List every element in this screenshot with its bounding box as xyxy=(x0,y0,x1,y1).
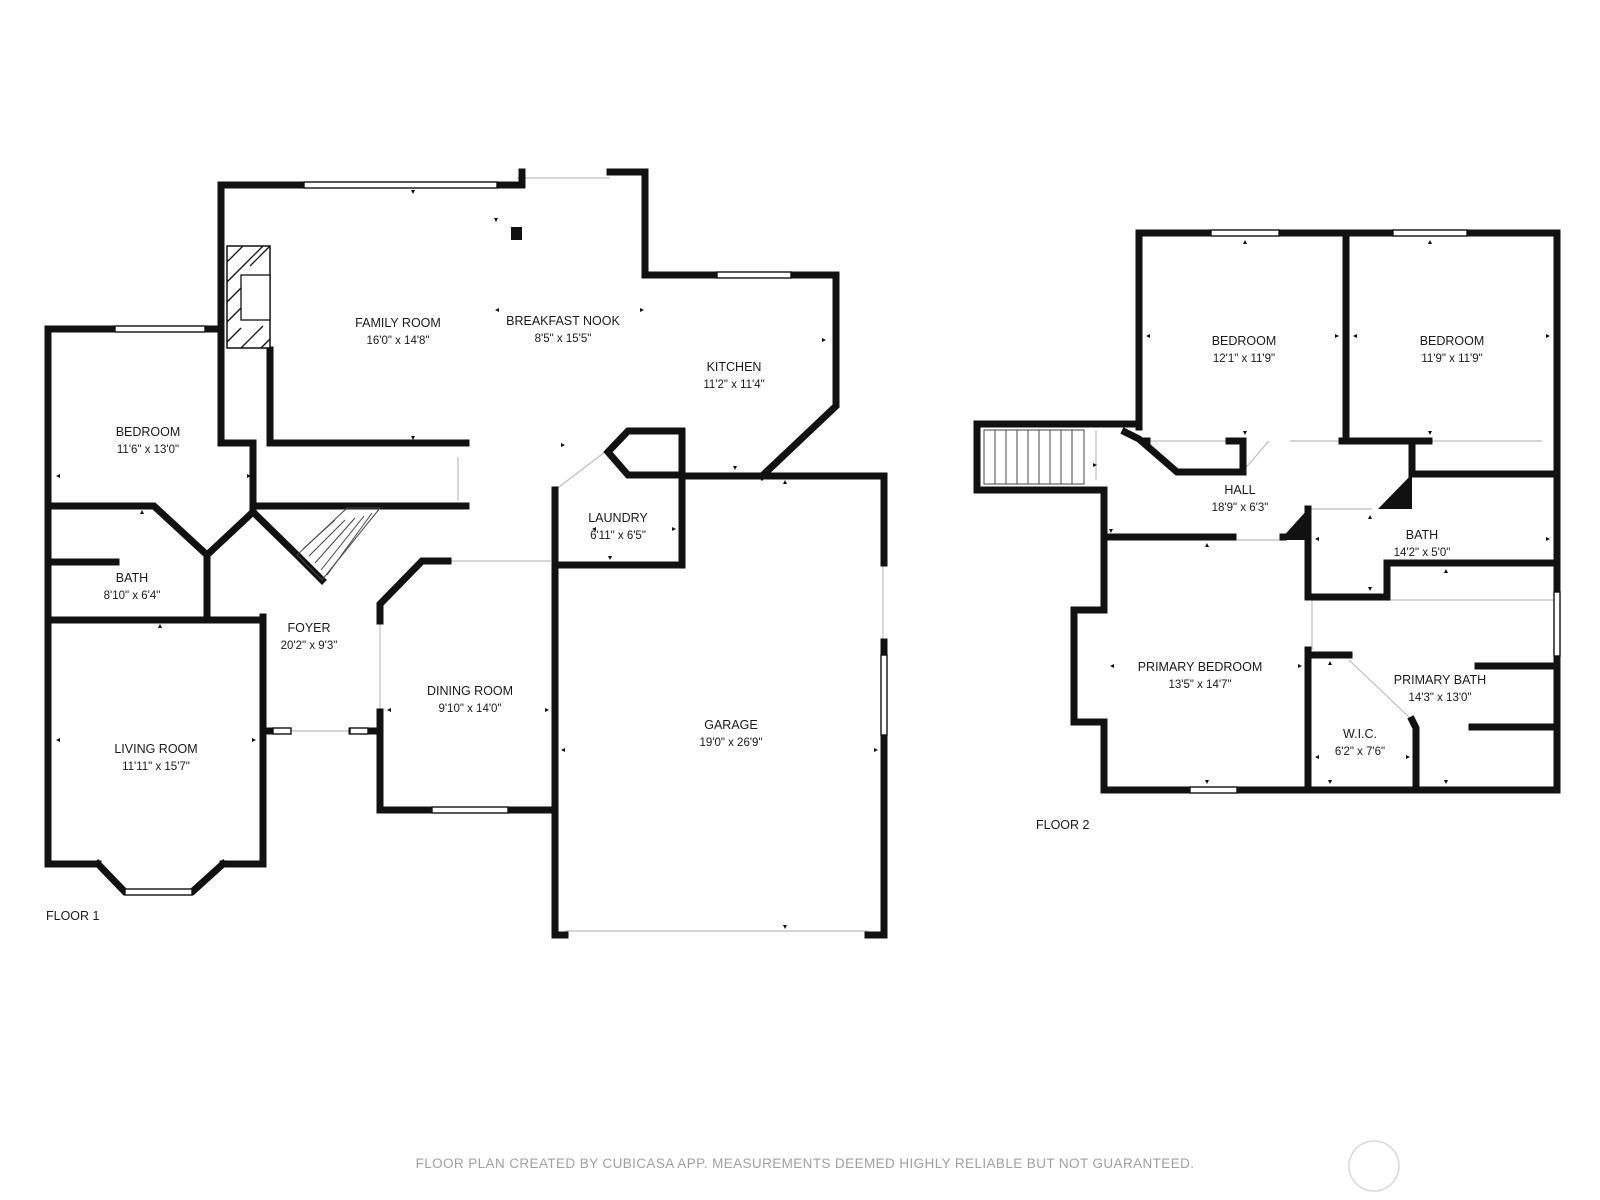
floor-2-labels: BEDROOM 12'1" x 11'9" BEDROOM 11'9" x 11… xyxy=(1036,334,1486,832)
living-room-name: LIVING ROOM xyxy=(114,742,197,756)
bedroom-name: BEDROOM xyxy=(116,425,181,439)
family-room-name: FAMILY ROOM xyxy=(355,316,441,330)
wic-name: W.I.C. xyxy=(1343,727,1377,741)
floor-2-walls xyxy=(973,229,1561,794)
bath-name: BATH xyxy=(116,571,148,585)
primary-bath-window xyxy=(1553,591,1561,657)
floor-2-stairs xyxy=(983,429,1085,485)
bedroom-1-dims: 12'1" x 11'9" xyxy=(1213,353,1275,365)
breakfast-nook-name: BREAKFAST NOOK xyxy=(506,314,620,328)
fireplace xyxy=(226,245,271,349)
floor-1-labels: FAMILY ROOM 16'0" x 14'8" BREAKFAST NOOK… xyxy=(46,314,765,923)
floor-1-stairs xyxy=(296,507,382,581)
bedroom-1-name: BEDROOM xyxy=(1212,334,1277,348)
foyer-dims: 20'2" x 9'3" xyxy=(281,640,338,652)
bath-dims: 8'10" x 6'4" xyxy=(104,590,161,602)
wic-dims: 6'2" x 7'6" xyxy=(1335,746,1385,758)
family-room-dims: 16'0" x 14'8" xyxy=(366,335,429,347)
floor-1-dimension-ticks xyxy=(56,190,878,929)
bedroom-window xyxy=(114,325,206,333)
bedroom-dims: 11'6" x 13'0" xyxy=(117,444,179,456)
floor-2-openings xyxy=(1095,430,1560,721)
floor-2-plan: BEDROOM 12'1" x 11'9" BEDROOM 11'9" x 11… xyxy=(973,229,1561,832)
laundry-dims: 6'11" x 6'5" xyxy=(590,530,646,542)
hall-dims: 18'9" x 6'3" xyxy=(1212,502,1269,514)
garage-name: GARAGE xyxy=(704,718,758,732)
bedroom-2-window xyxy=(1392,229,1468,237)
floor-2-windows xyxy=(1189,229,1561,794)
foyer-sidelight-left xyxy=(272,727,292,735)
primary-bedroom-dims: 13'5" x 14'7" xyxy=(1168,679,1231,691)
laundry-name: LAUNDRY xyxy=(588,511,648,525)
floor-2-label: FLOOR 2 xyxy=(1036,818,1090,832)
footer-disclaimer: FLOOR PLAN CREATED BY CUBICASA APP. MEAS… xyxy=(416,1156,1195,1171)
floor-1-walls xyxy=(44,168,888,939)
upstairs-bath-name: BATH xyxy=(1406,528,1438,542)
floor-2-dimension-ticks xyxy=(1093,240,1550,784)
primary-bedroom-window xyxy=(1189,786,1238,794)
primary-bedroom-name: PRIMARY BEDROOM xyxy=(1138,660,1263,674)
dining-room-name: DINING ROOM xyxy=(427,684,513,698)
floor-1-label: FLOOR 1 xyxy=(46,909,100,923)
primary-bath-name: PRIMARY BATH xyxy=(1394,673,1486,687)
garage-window xyxy=(880,654,888,736)
breakfast-nook-dims: 8'5" x 15'5" xyxy=(535,333,592,345)
hall-name: HALL xyxy=(1224,483,1255,497)
garage-dims: 19'0" x 26'9" xyxy=(699,737,762,749)
bedroom-2-dims: 11'9" x 11'9" xyxy=(1421,353,1482,365)
living-window xyxy=(124,888,193,896)
kitchen-window xyxy=(716,271,792,279)
floor-1-openings xyxy=(206,177,884,932)
foyer-name: FOYER xyxy=(287,621,330,635)
living-room-dims: 11'11" x 15'7" xyxy=(122,761,190,773)
bedroom-1-window xyxy=(1210,229,1280,237)
upstairs-bath-dims: 14'2" x 5'0" xyxy=(1394,547,1451,559)
kitchen-dims: 11'2" x 11'4" xyxy=(703,379,764,391)
dining-room-dims: 9'10" x 14'0" xyxy=(438,703,501,715)
floor-1-plan: FAMILY ROOM 16'0" x 14'8" BREAKFAST NOOK… xyxy=(44,168,888,939)
family-room-window xyxy=(303,181,498,189)
cubicasa-logo-icon xyxy=(1348,1140,1400,1192)
dining-window xyxy=(431,806,509,814)
floor-1-windows xyxy=(114,181,888,896)
foyer-sidelight-right xyxy=(349,727,369,735)
kitchen-name: KITCHEN xyxy=(707,360,762,374)
bedroom-2-name: BEDROOM xyxy=(1420,334,1485,348)
primary-bath-dims: 14'3" x 13'0" xyxy=(1408,692,1471,704)
